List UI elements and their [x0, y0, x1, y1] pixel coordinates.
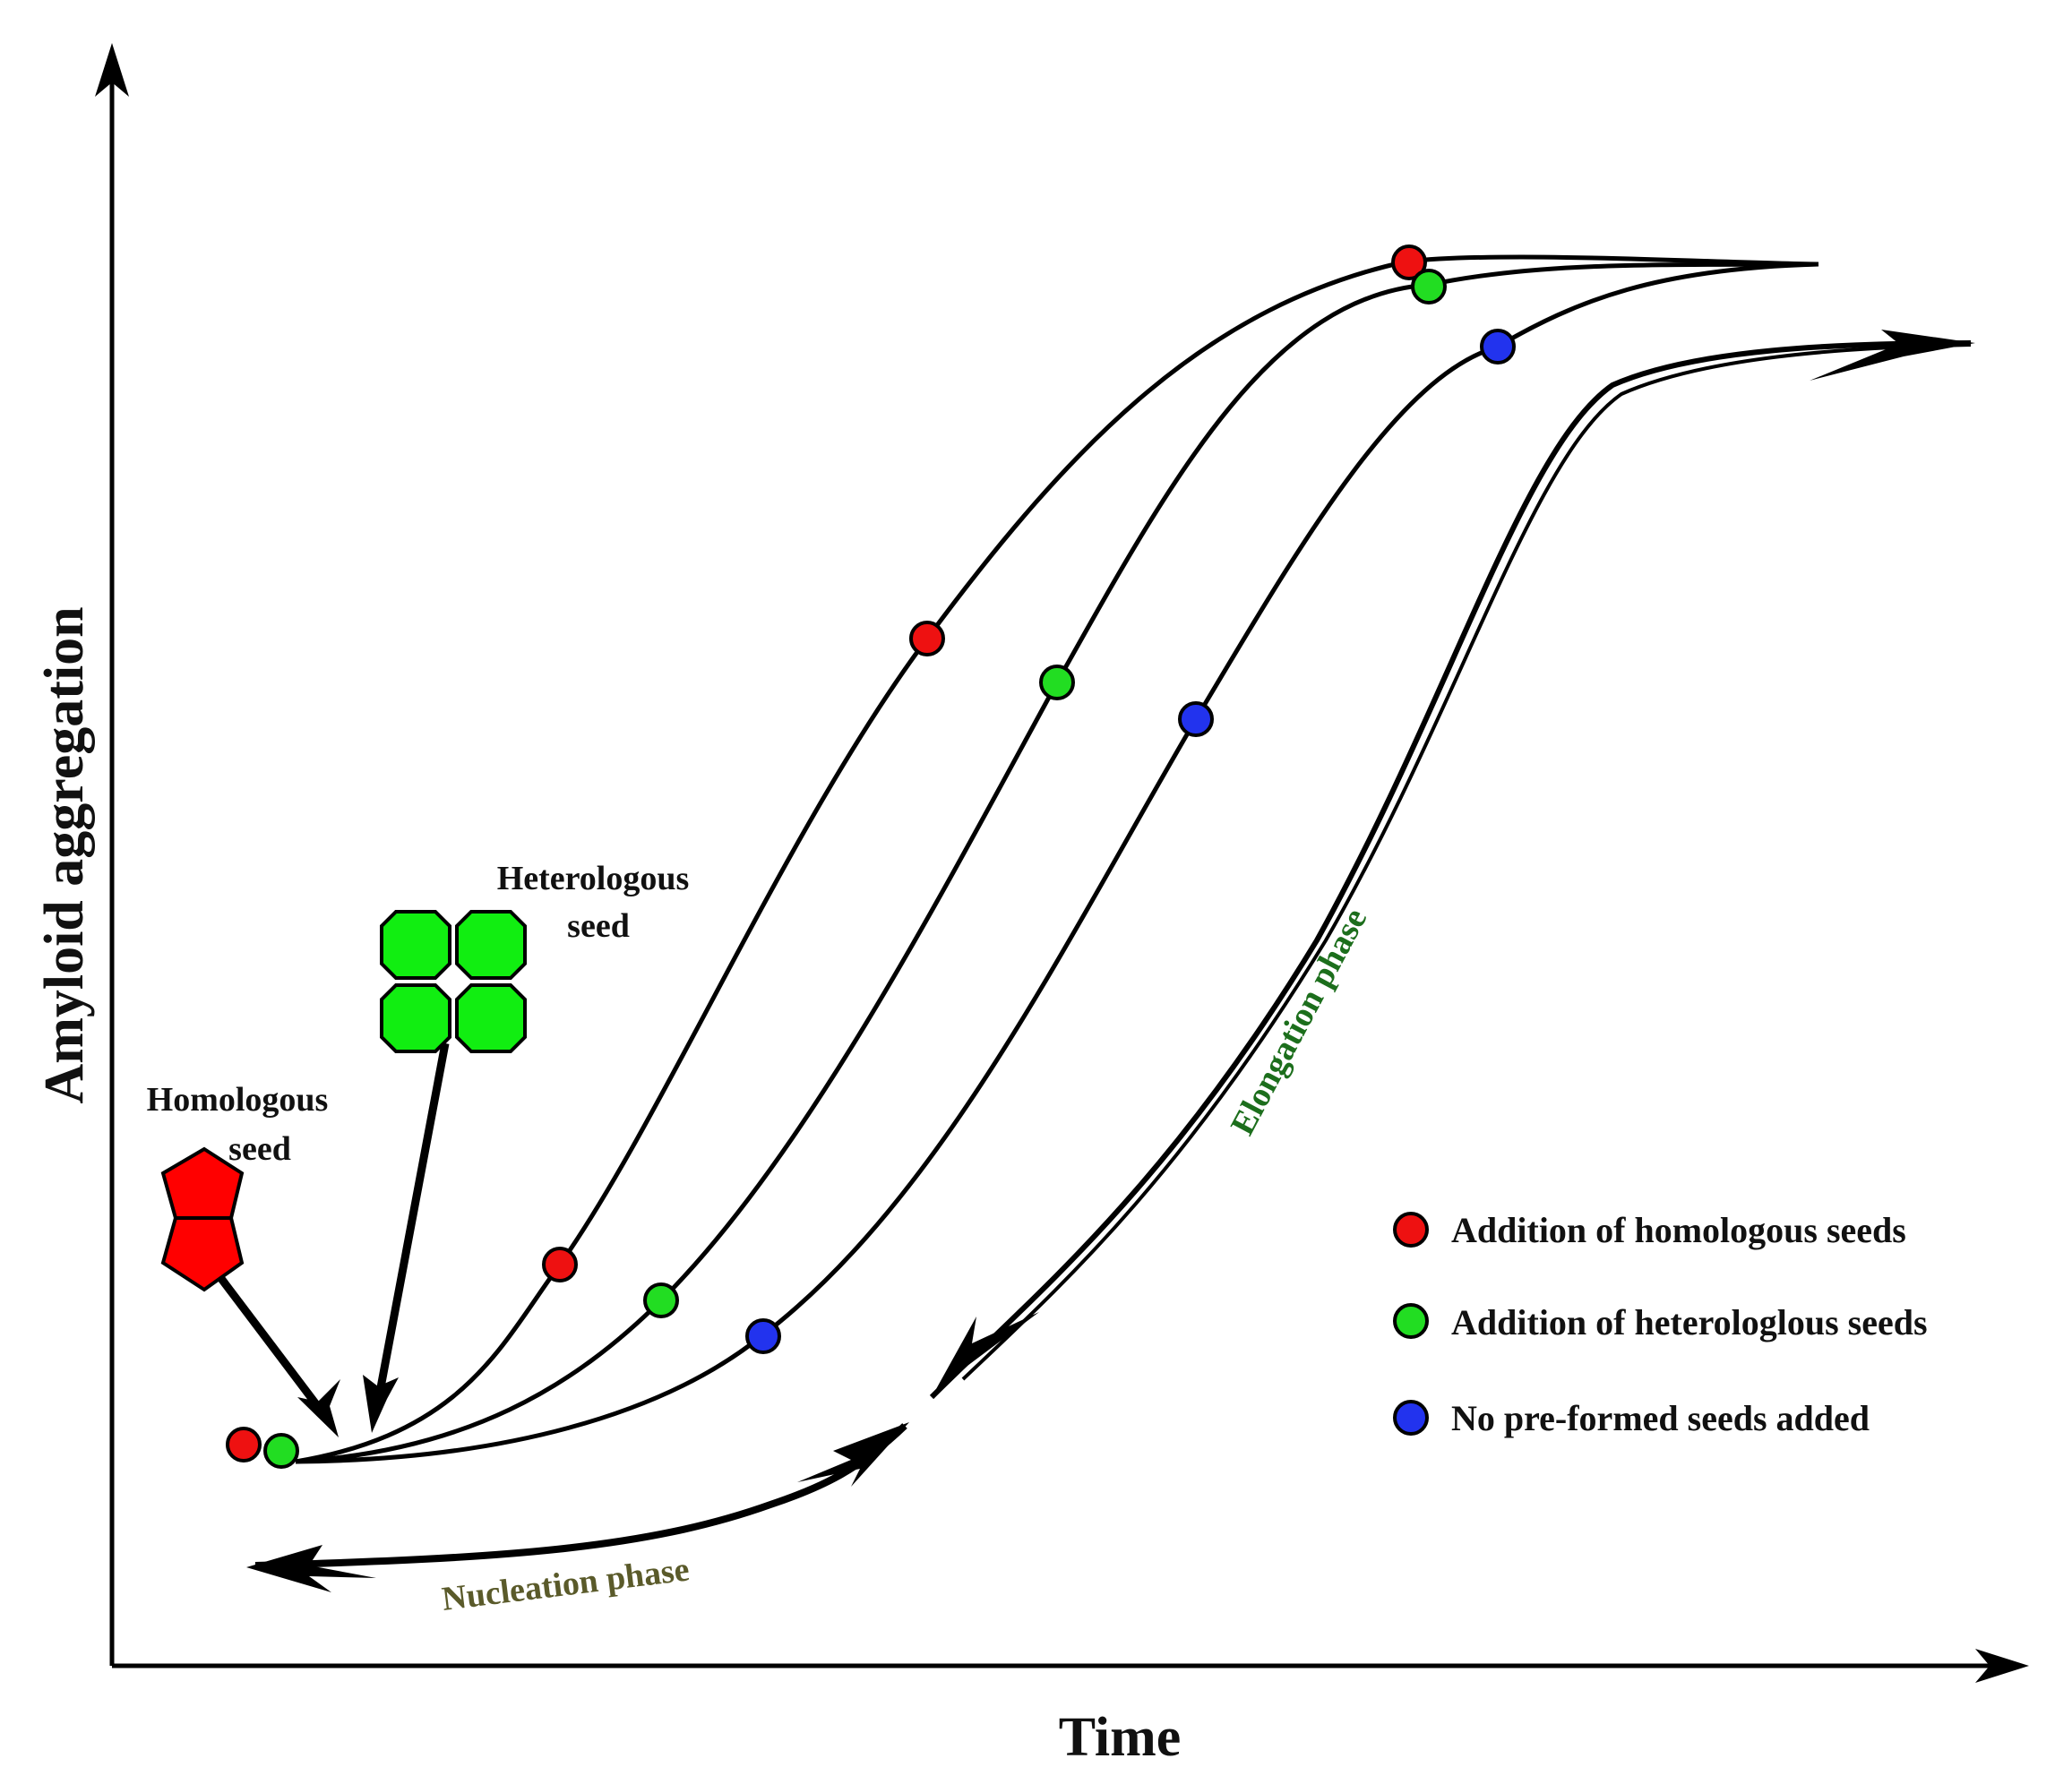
legend-label-heterologous: Addition of heterologlous seeds [1451, 1302, 1928, 1342]
blue-marker-top [1480, 329, 1516, 365]
blue-marker-low [745, 1318, 781, 1354]
legend-label-unseeded: No pre-formed seeds added [1451, 1398, 1870, 1438]
nucleation-phase-label: Nucleation phase [440, 1550, 692, 1618]
y-axis-title: Amyloid aggregation [34, 606, 95, 1103]
red-marker-mid [909, 621, 945, 656]
blue-marker-mid [1178, 701, 1214, 737]
green-marker-mid [1039, 665, 1075, 700]
x-axis-title: Time [1059, 1707, 1182, 1767]
curve-unseeded [295, 262, 1819, 1464]
heterologous-seed-arrowhead [363, 1375, 399, 1433]
legend-label-homologous: Addition of homologous seeds [1451, 1210, 1906, 1250]
heterologous-seed-octagon-1 [380, 910, 451, 980]
homologous-seed-arrowhead [297, 1379, 340, 1437]
elongation-arrowhead-top [1810, 330, 1975, 381]
heterologous-seed-label-line2: seed [567, 907, 630, 945]
legend-item-heterologous: Addition of heterologlous seeds [1393, 1302, 1928, 1342]
heterologous-seed-label-line1: Heterologous [497, 860, 690, 897]
heterologous-seed-octagon-2 [455, 910, 527, 980]
green-marker-top [1411, 269, 1447, 305]
nucleation-arrowhead-left [246, 1545, 376, 1592]
nucleation-phase-arrow [246, 1422, 909, 1592]
legend-swatch-homologous [1393, 1212, 1429, 1248]
heterologous-seed-octagon-4 [455, 983, 527, 1053]
curve-markers [226, 244, 1516, 1469]
nucleation-arrowhead-right [797, 1422, 909, 1487]
y-axis-arrowhead [95, 43, 129, 97]
elongation-arrow-line-a [929, 340, 1972, 1400]
homologous-seed-pentagon-bottom [160, 1216, 245, 1292]
heterologous-seed-icon [380, 910, 527, 1053]
elongation-phase-arrow [929, 330, 1975, 1400]
green-marker-low [643, 1282, 679, 1318]
elongation-arrow-line-b [961, 343, 1972, 1381]
legend-item-homologous: Addition of homologous seeds [1393, 1210, 1906, 1250]
legend-item-unseeded: No pre-formed seeds added [1393, 1398, 1870, 1438]
curve-heterologous-seeded [295, 262, 1819, 1464]
red-marker-top [1391, 244, 1427, 280]
green-marker-start [263, 1433, 299, 1469]
heterologous-seed-arrow [374, 1042, 450, 1398]
legend-swatch-heterologous [1393, 1303, 1429, 1339]
red-marker-start [226, 1427, 262, 1462]
x-axis-arrowhead [1975, 1649, 2029, 1683]
homologous-seed-label-line1: Homologous [147, 1081, 329, 1119]
axes [95, 43, 2029, 1683]
homologous-seed-icon [160, 1146, 245, 1292]
legend-swatch-unseeded [1393, 1400, 1429, 1436]
elongation-phase-label: Elongation phase [1224, 902, 1374, 1141]
homologous-seed-label-line2: seed [228, 1130, 291, 1168]
red-marker-low [542, 1247, 578, 1282]
homologous-seed-arrow [216, 1274, 328, 1418]
seed-pointer-arrows [216, 1042, 450, 1437]
legend: Addition of homologous seeds Addition of… [1393, 1210, 1928, 1438]
heterologous-seed-octagon-3 [380, 983, 451, 1053]
